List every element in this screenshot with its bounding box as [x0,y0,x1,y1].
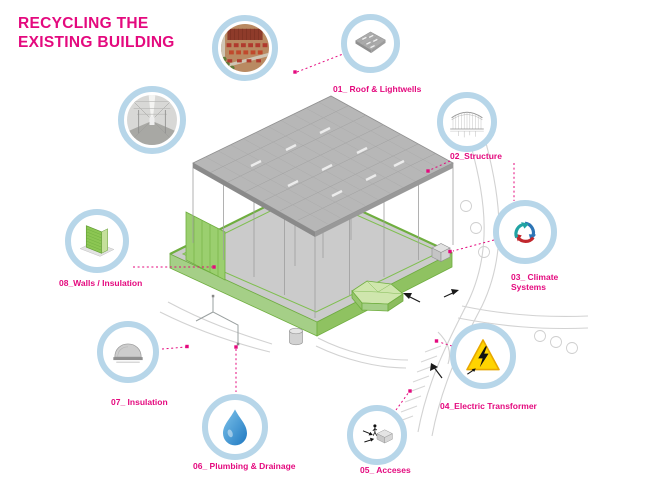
access-arrows-icon [356,414,398,456]
transformer-cube [431,243,451,262]
title-line-1: RECYCLING THE [18,15,149,32]
insulation-dome-icon [106,330,150,374]
leader-lines [133,53,515,411]
leader-endpoints [185,70,452,393]
label-climate-systems: 03_ Climate Systems [511,272,558,292]
columns [192,150,454,318]
tank-and-pipes [195,294,303,346]
label-electric-transformer: 04_Electric Transformer [440,401,537,411]
label-roof-lightwells: 01_ Roof & Lightwells [333,84,422,94]
green-wall-section-icon [74,218,120,264]
truss-structure-icon [446,101,488,143]
label-climate-line2: Systems [511,282,546,293]
label-acceses: 05_ Acceses [360,465,411,475]
green-pavilion [351,280,404,312]
callout-plumbing-drainage [202,394,268,460]
page-title: RECYCLING THE EXISTING BUILDING [18,14,175,53]
callout-electric-transformer [450,323,516,389]
callout-structure [437,92,497,152]
access-arrows [403,289,459,379]
label-structure: 02_Structure [450,151,502,161]
roof-plane [192,95,454,237]
callout-walls-insulation [65,209,129,273]
callout-acceses [347,405,407,465]
trees [460,200,578,354]
label-climate-line1: 03_ Climate [511,272,559,282]
recycle-arrows-icon [502,209,548,255]
lightwells [250,126,405,198]
callout-interior-photo [118,86,186,154]
label-insulation: 07_ Insulation [111,397,168,407]
label-plumbing-drainage: 06_ Plumbing & Drainage [193,461,296,471]
callout-climate-systems [493,200,557,264]
callout-roof-lightwells [341,14,400,73]
roof-lightwells-icon [350,23,391,64]
water-drop-icon [211,403,259,451]
warehouse-interior-photo-icon [127,95,177,145]
high-voltage-warning-icon [459,332,507,380]
label-walls-insulation: 08_Walls / Insulation [59,278,143,288]
callout-aerial-photo [212,15,278,81]
callout-insulation [97,321,159,383]
roads [159,142,589,437]
aerial-roof-photo-icon [221,24,269,72]
title-line-2: EXISTING BUILDING [18,34,175,52]
parking-hatch [396,345,442,423]
